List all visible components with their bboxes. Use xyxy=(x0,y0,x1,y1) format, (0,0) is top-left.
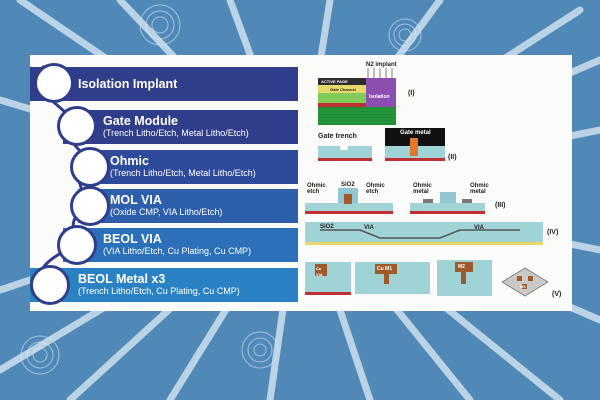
stack-diagram-i xyxy=(318,68,396,125)
step-title: Ohmic xyxy=(110,154,149,168)
step-title: Gate Module xyxy=(103,114,179,128)
step-mol-via: MOL VIA (Oxide CMP, VIA Litho/Etch) xyxy=(78,189,298,223)
stack-diagram-v xyxy=(305,260,549,297)
label-n2-implant: N2 implant xyxy=(366,62,397,68)
label-cu-via: Cu VIA xyxy=(316,266,323,277)
label-sio2-b: SiO2 xyxy=(320,224,334,230)
step-subtitle: (Trench Litho/Etch, Cu Plating, Cu CMP) xyxy=(78,286,240,296)
step-circle xyxy=(70,147,110,187)
label-via-b: VIA xyxy=(474,225,485,231)
step-title: BEOL VIA xyxy=(103,232,162,246)
step-isolation-implant: Isolation Implant xyxy=(30,67,298,101)
stack-diagram-iii xyxy=(305,188,485,214)
label-gate-metal: Gate metal xyxy=(400,130,431,136)
roman-i: (I) xyxy=(408,90,415,97)
step-gate-module: Gate Module (Trench Litho/Etch, Metal Li… xyxy=(63,110,298,144)
label-ohmic-etch-b: Ohmic etch xyxy=(366,183,385,195)
label-ohmic-metal-b: Ohmic metal xyxy=(470,183,489,195)
step-circle xyxy=(34,63,74,103)
label-gate-trench: Gate trench xyxy=(318,133,357,140)
stack-diagram-ii xyxy=(318,128,445,161)
step-subtitle: (Trench Litho/Etch, Metal Litho/Etch) xyxy=(103,128,249,138)
label-m2: M2 xyxy=(458,264,465,270)
step-circle xyxy=(57,225,97,265)
step-title: MOL VIA xyxy=(110,193,162,207)
label-cu-m1: Cu M1 xyxy=(377,266,392,272)
step-circle xyxy=(30,265,70,305)
stack-diagram-iv xyxy=(305,222,543,245)
step-subtitle: (VIA Litho/Etch, Cu Plating, Cu CMP) xyxy=(103,246,252,256)
step-ohmic: Ohmic (Trench Litho/Etch, Metal Litho/Et… xyxy=(78,150,298,184)
roman-iv: (IV) xyxy=(547,229,559,236)
step-beol-metal: BEOL Metal x3 (Trench Litho/Etch, Cu Pla… xyxy=(30,268,298,302)
label-ohmic-metal-a: Ohmic metal xyxy=(413,183,432,195)
label-sio2-a: SiO2 xyxy=(341,182,355,188)
label-isolation: Isolation xyxy=(369,94,390,100)
roman-ii: (II) xyxy=(448,154,457,161)
step-beol-via: BEOL VIA (VIA Litho/Etch, Cu Plating, Cu… xyxy=(63,228,298,262)
step-subtitle: (Trench Litho/Etch, Metal Litho/Etch) xyxy=(110,168,256,178)
roman-v: (V) xyxy=(552,291,562,298)
step-circle xyxy=(57,106,97,146)
step-circle xyxy=(70,186,110,226)
step-subtitle: (Oxide CMP, VIA Litho/Etch) xyxy=(110,207,223,217)
step-title: BEOL Metal x3 xyxy=(78,272,166,286)
label-via-a: VIA xyxy=(364,225,375,231)
label-m3: M3 xyxy=(520,284,526,289)
label-active-page: ACTIVE PAGE xyxy=(321,79,348,84)
label-gate-channel: Gate Channel xyxy=(330,87,356,92)
label-ohmic-etch-a: Ohmic etch xyxy=(307,183,326,195)
roman-iii: (III) xyxy=(495,202,506,209)
step-title: Isolation Implant xyxy=(78,76,178,91)
